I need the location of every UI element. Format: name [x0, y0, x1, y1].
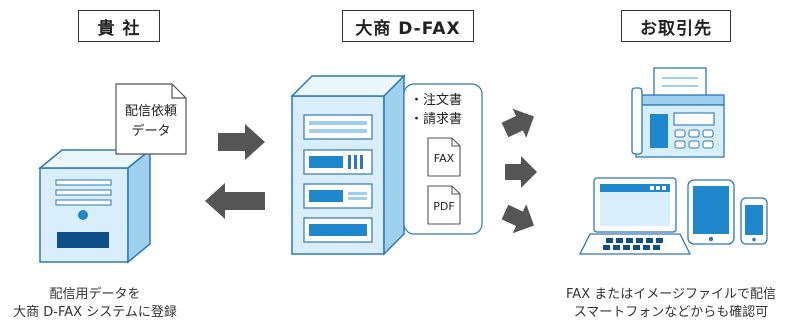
arrow-right-to-server-icon [218, 124, 265, 160]
arrow-left-to-client-icon [205, 183, 265, 219]
request-data-document-icon: 配信依頼 データ [115, 83, 187, 155]
caption-client-line2: 大商 D-FAX システムに登録 [13, 305, 177, 320]
header-client: 貴 社 [78, 10, 160, 42]
laptop-icon [578, 177, 692, 255]
caption-client-line1: 配信用データを [49, 287, 141, 302]
caption-partner-line1: FAX またはイメージファイルで配信 [566, 287, 776, 302]
tablet-icon [687, 179, 735, 245]
pdf-file-icon: PDF [427, 185, 461, 225]
doc-card-line1: 配信依頼 [125, 104, 177, 119]
document-types-panel: ・注文書 ・請求書 FAX PDF [403, 83, 483, 235]
fax-file-label: FAX [434, 152, 455, 165]
smartphone-icon [740, 197, 768, 245]
fax-file-icon: FAX [427, 137, 461, 177]
arrow-up-right-icon [501, 108, 535, 138]
arrow-down-right-icon [501, 204, 535, 234]
caption-partner-line2: スマートフォンなどからも確認可 [573, 305, 769, 320]
caption-partner: FAX またはイメージファイルで配信 スマートフォンなどからも確認可 [546, 286, 796, 322]
header-partner: お取引先 [621, 10, 731, 42]
doc-type-invoice: ・請求書 [410, 112, 462, 127]
arrow-right-icon [505, 156, 537, 188]
server-rack-icon [290, 74, 406, 256]
client-pc-icon [37, 148, 153, 264]
fax-machine-icon [631, 67, 725, 158]
caption-client: 配信用データを 大商 D-FAX システムに登録 [0, 286, 190, 322]
doc-type-order: ・注文書 [410, 93, 462, 108]
doc-card-line2: データ [131, 123, 170, 139]
pdf-file-label: PDF [433, 200, 454, 213]
header-dfax: 大商 D-FAX [342, 10, 474, 42]
